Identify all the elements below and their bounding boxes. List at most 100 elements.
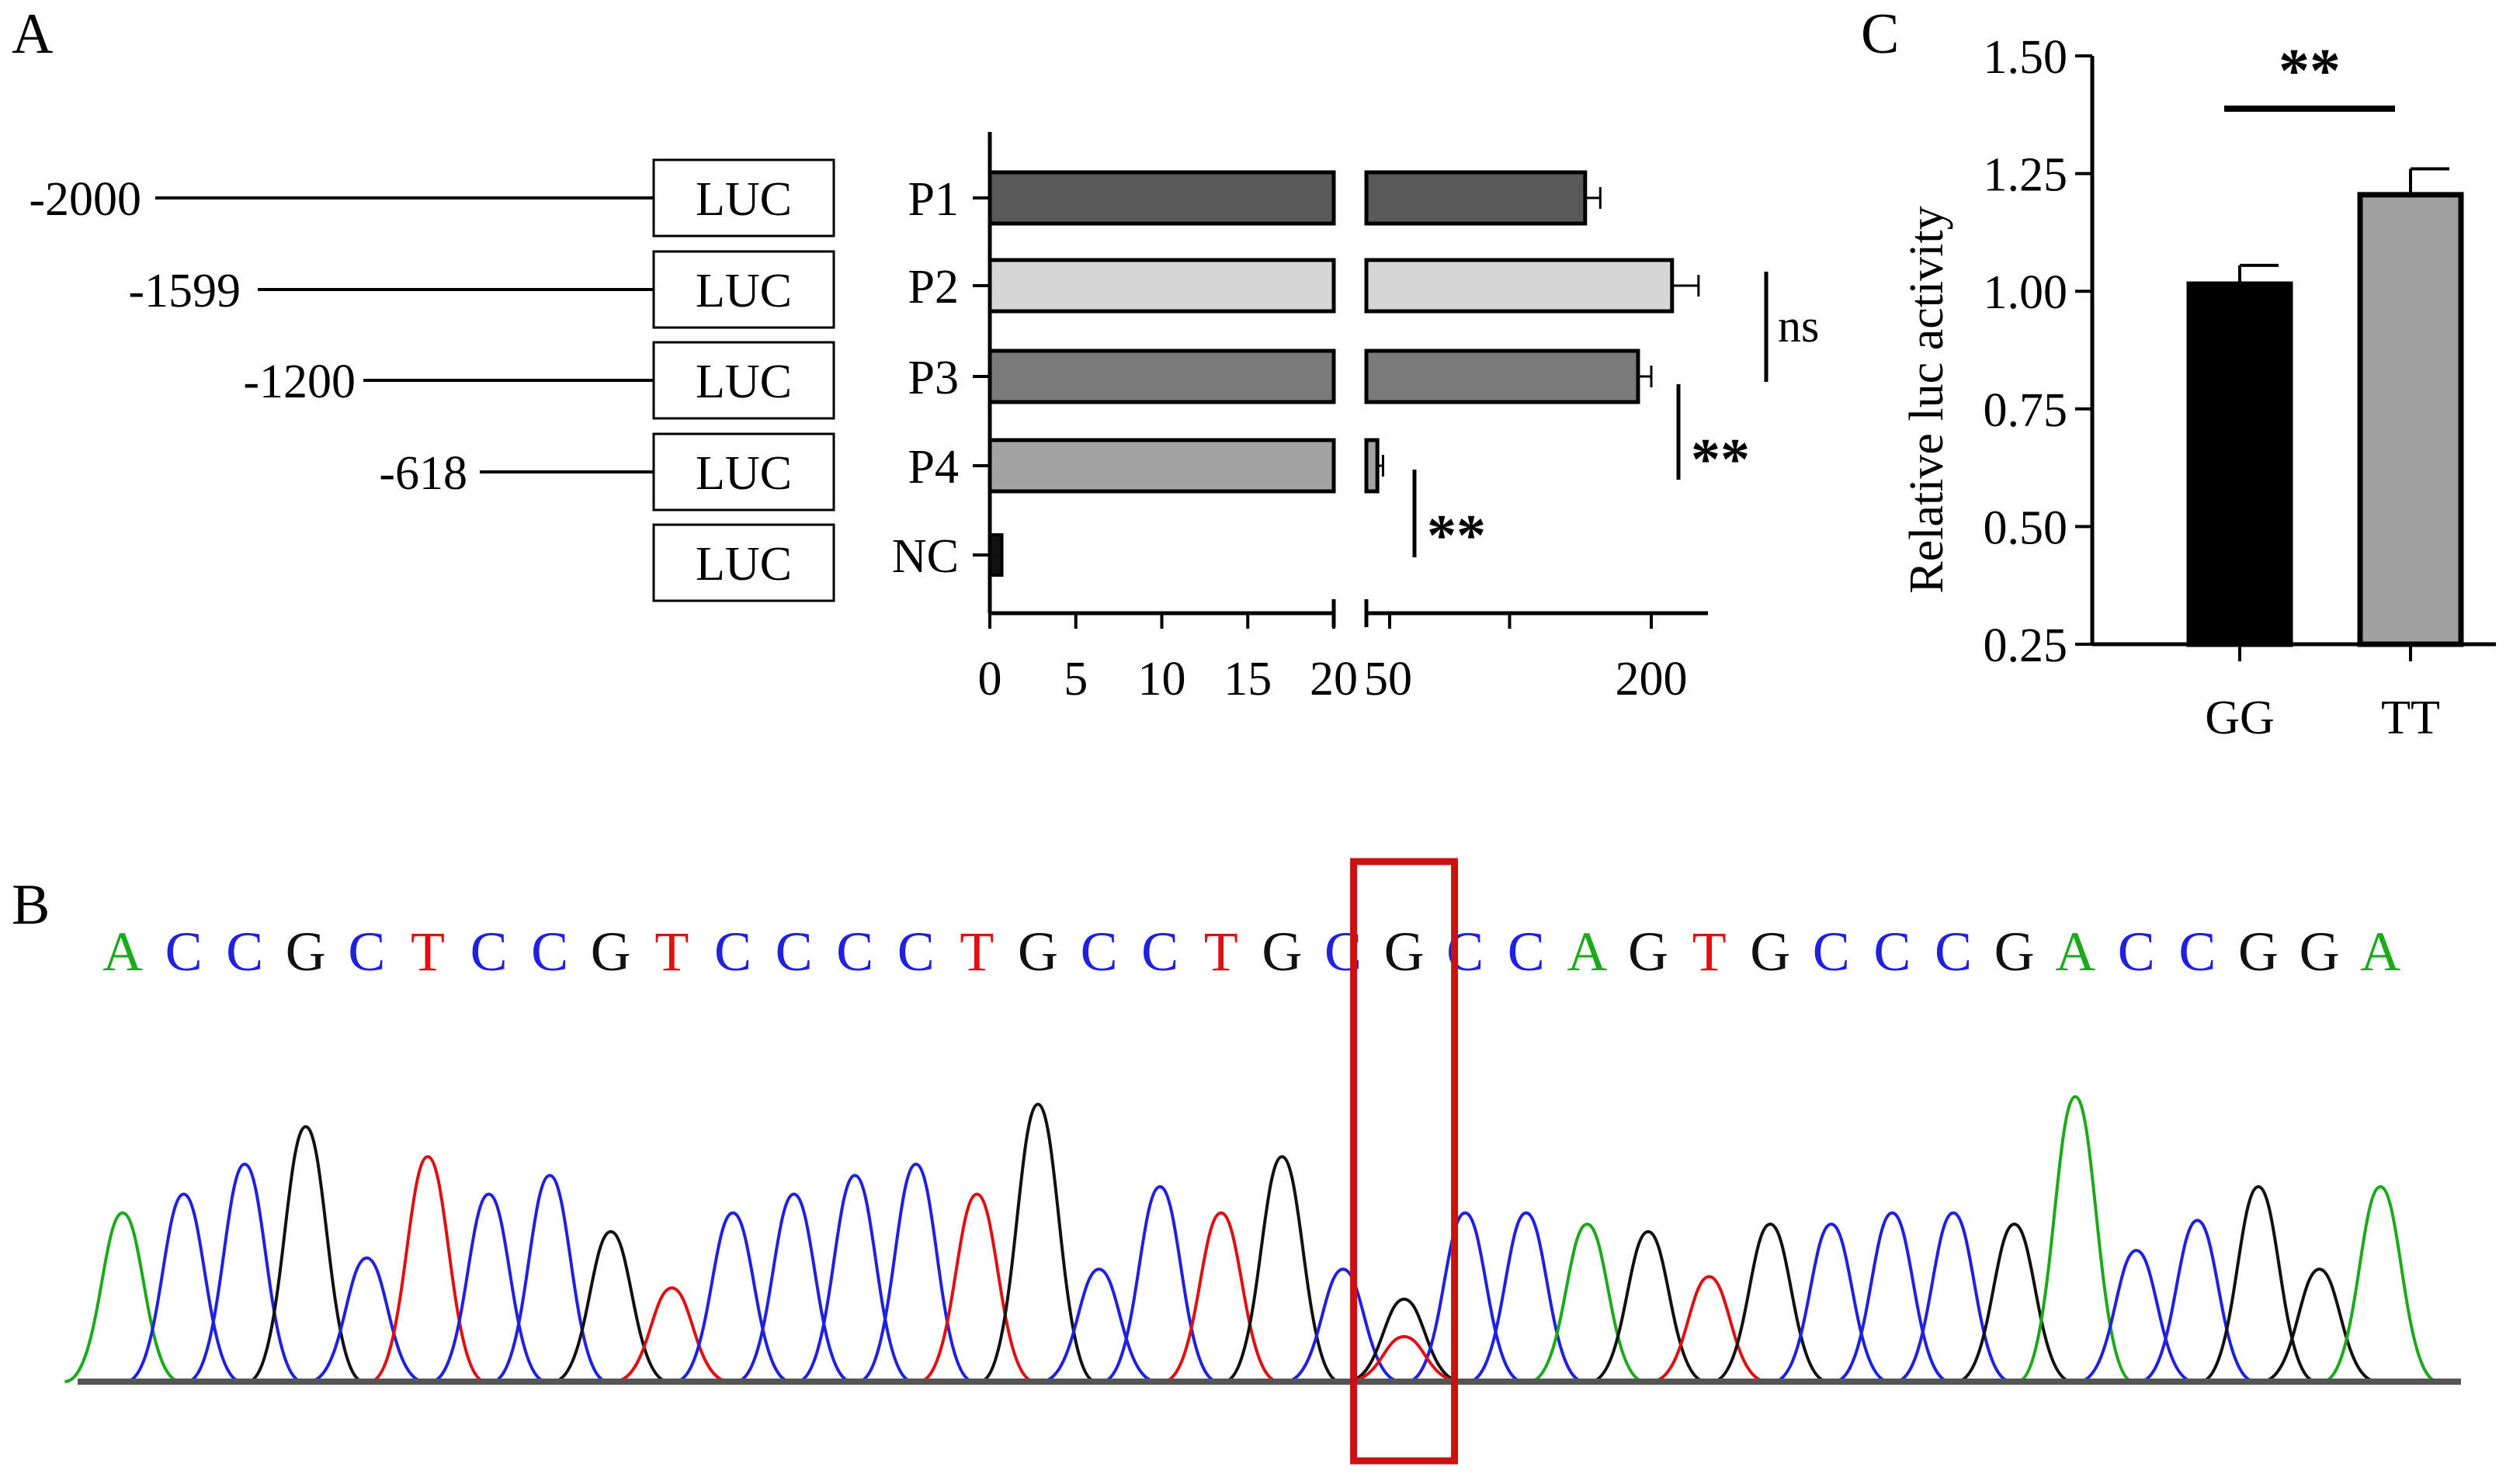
base-call-g: G [2238,921,2279,983]
base-call-c: C [2178,921,2216,983]
construct-position-label: -1599 [128,265,241,317]
category-label-p2: P2 [908,261,959,314]
base-call-g: G [1994,921,2035,983]
category-label-p1: P1 [908,173,959,226]
x-tick-label: 0 [978,653,1002,706]
x-tick-label-tt: TT [2381,692,2440,744]
trace-peak-t [369,1155,487,1383]
snp-highlight-box [1350,858,1459,1465]
trace-peak-t [1650,1275,1768,1383]
trace-peak-c [735,1192,852,1383]
luc-box [652,523,835,602]
base-call-c: C [1508,921,1545,983]
category-label-nc: NC [892,530,959,583]
trace-peak-c [125,1192,242,1383]
trace-peak-c [797,1174,914,1383]
base-call-c: C [1873,921,1911,983]
trace-peak-c [1407,1211,1524,1383]
trace-peak-c [1467,1211,1585,1383]
significance-label: ns [1778,300,1819,352]
bar-p2-right [1364,258,1675,314]
base-call-t: T [654,921,689,983]
base-call-c: C [470,921,508,983]
luc-box [652,432,835,512]
trace-peak-c [2077,1248,2195,1383]
trace-peak-c [2139,1219,2256,1383]
luc-box-label: LUC [696,538,792,591]
trace-peak-a [2016,1094,2134,1383]
base-call-c: C [714,921,751,983]
y-tick-label: 1.50 [1984,31,2068,84]
x-tick-label: 15 [1224,653,1272,706]
trace-peak-a [2322,1184,2439,1383]
x-tick-label: 5 [1064,653,1088,706]
significance-label: ** [2279,37,2341,106]
x-tick-label-gg: GG [2205,692,2275,744]
base-call-g: G [1018,921,1058,983]
luc-box-label: LUC [696,173,792,226]
luc-box [652,250,835,329]
trace-peak-c [1285,1268,1401,1383]
bar-gg [2186,281,2293,647]
base-call-c: C [1813,921,1850,983]
trace-secondary-peak-t [1345,1335,1463,1383]
bar-p3-right [1364,349,1640,404]
base-call-a: A [1567,921,1607,983]
panel-c-ylabel: Relative luc activity [1900,206,1953,593]
trace-peak-g [979,1102,1097,1383]
base-call-c: C [226,921,263,983]
trace-peak-c [674,1211,792,1383]
trace-peak-c [430,1192,547,1383]
trace-peak-g [1956,1223,2073,1383]
base-call-c: C [348,921,385,983]
panel-b-label: B [12,873,50,937]
y-tick-label: 1.25 [1984,149,2068,202]
construct-position-label: -1200 [243,355,356,408]
trace-peak-c [308,1256,425,1383]
base-call-g: G [286,921,326,983]
base-call-g: G [1750,921,1790,983]
base-call-c: C [836,921,873,983]
base-call-c: C [897,921,935,983]
luc-box-label: LUC [696,355,792,408]
bar-p2-left [988,258,1336,314]
base-call-c: C [1081,921,1118,983]
bar-tt [2357,192,2464,647]
x-tick-label: 20 [1310,653,1358,706]
construct-position-label: -618 [379,447,467,500]
trace-peak-g [2261,1268,2378,1383]
significance-label: ** [1427,503,1486,568]
base-call-a: A [2055,921,2095,983]
trace-peak-g [1712,1223,1829,1383]
panel-c-chart: Relative luc activity 0.250.500.751.001.… [1900,31,2496,744]
panel-a-label: A [12,2,53,66]
base-call-g: G [2300,921,2340,983]
trace-peak-c [1772,1223,1890,1383]
trace-peak-g [247,1125,365,1383]
trace-peak-c [1834,1211,1951,1383]
trace-peak-c [491,1174,609,1383]
trace-peak-c [1102,1184,1219,1383]
trace-peak-t [918,1192,1036,1383]
base-call-g: G [1628,921,1668,983]
base-call-c: C [2118,921,2155,983]
category-label-p4: P4 [908,441,959,494]
base-call-c: C [776,921,813,983]
trace-peak-g [1345,1297,1463,1383]
luc-box-label: LUC [696,265,792,317]
bar-p1-left [988,170,1336,226]
base-call-a: A [102,921,143,983]
trace-peak-c [1894,1211,2012,1383]
luc-box [652,341,835,420]
trace-peak-a [64,1211,182,1383]
luc-box [652,158,835,238]
construct-position-label: -2000 [29,173,141,226]
base-call-t: T [1692,921,1727,983]
trace-peak-c [857,1162,974,1383]
y-tick-label: 1.00 [1984,266,2068,319]
y-tick-label: 0.75 [1984,384,2068,437]
